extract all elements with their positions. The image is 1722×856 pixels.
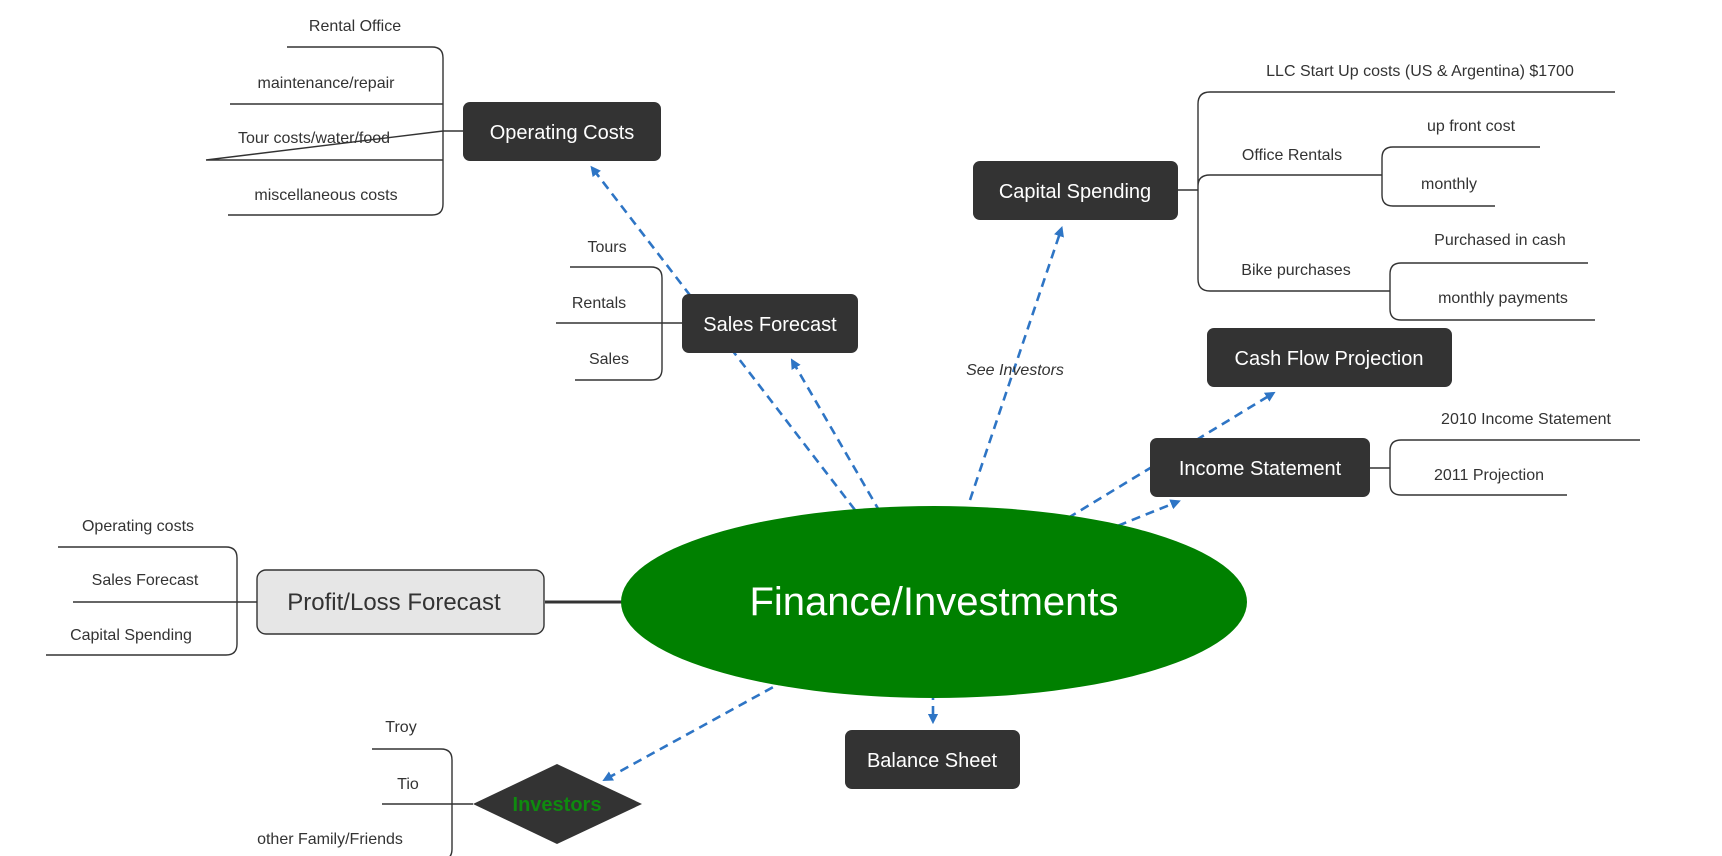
leaf-tio[interactable]: Tio: [397, 776, 419, 793]
sales-forecast-box: [682, 294, 858, 353]
leaf-capital-spending[interactable]: Capital Spending: [70, 627, 192, 644]
topic-cash-flow-projection[interactable]: Cash Flow Projection: [1207, 328, 1452, 387]
capital-spending-box: [973, 161, 1178, 220]
income-statement-box: [1150, 438, 1370, 497]
investors-connector: [372, 748, 473, 856]
sales-forecast-items: Tours Rentals Sales: [572, 239, 629, 368]
leaf-sales[interactable]: Sales: [589, 351, 629, 368]
capital-spending-label: Capital Spending: [999, 181, 1151, 203]
leaf-miscellaneous-costs[interactable]: miscellaneous costs: [254, 187, 397, 204]
balance-sheet-box: [845, 730, 1020, 789]
central-node[interactable]: Finance/Investments: [621, 506, 1247, 698]
leaf-2011-projection[interactable]: 2011 Projection: [1434, 467, 1544, 484]
leaf-office-rentals[interactable]: Office Rentals: [1242, 147, 1342, 164]
topic-investors[interactable]: Investors: [473, 764, 642, 844]
leaf-rentals[interactable]: Rentals: [572, 295, 626, 312]
income-statement-connector: [1370, 439, 1640, 496]
leaf-tour-costs[interactable]: Tour costs/water/food: [238, 130, 390, 147]
leaf-other-family-friends[interactable]: other Family/Friends: [257, 831, 403, 848]
bike-purchases-connector: [1389, 262, 1595, 321]
see-investors-annotation: See Investors: [966, 362, 1064, 379]
leaf-2010-income-statement[interactable]: 2010 Income Statement: [1441, 411, 1611, 428]
leaf-monthly[interactable]: monthly: [1421, 176, 1477, 193]
operating-costs-items: Rental Office maintenance/repair Tour co…: [238, 18, 401, 204]
connector-lines: [46, 46, 1640, 856]
office-rentals-connector: [1380, 146, 1540, 207]
leaf-maintenance-repair[interactable]: maintenance/repair: [258, 75, 396, 92]
profit-loss-connector: [46, 546, 257, 656]
leaf-llc-startup[interactable]: LLC Start Up costs (US & Argentina) $170…: [1266, 63, 1574, 80]
leaf-monthly-payments[interactable]: monthly payments: [1438, 290, 1568, 307]
topic-sales-forecast[interactable]: Sales Forecast: [682, 294, 858, 353]
leaf-sales-forecast[interactable]: Sales Forecast: [92, 572, 199, 589]
leaf-bike-purchases[interactable]: Bike purchases: [1241, 262, 1350, 279]
leaf-rental-office[interactable]: Rental Office: [309, 18, 401, 35]
central-label: Finance/Investments: [749, 580, 1118, 624]
cash-flow-box: [1207, 328, 1452, 387]
leaf-up-front-cost[interactable]: up front cost: [1427, 118, 1516, 135]
arrow-to-sales-forecast: [790, 358, 882, 513]
balance-sheet-label: Balance Sheet: [867, 750, 998, 772]
central-ellipse: [621, 506, 1247, 698]
topic-capital-spending[interactable]: Capital Spending: [973, 161, 1178, 220]
operating-costs-box: [463, 102, 661, 161]
sales-forecast-label: Sales Forecast: [703, 314, 837, 336]
arrow-to-investors: [602, 678, 787, 782]
capital-spending-connector: [1178, 91, 1615, 292]
leaf-purchased-in-cash[interactable]: Purchased in cash: [1434, 232, 1566, 249]
topic-income-statement[interactable]: Income Statement: [1150, 438, 1370, 497]
profit-loss-items: Operating costs Sales Forecast Capital S…: [70, 518, 199, 644]
investors-label: Investors: [513, 794, 602, 816]
operating-costs-label: Operating Costs: [490, 122, 635, 144]
income-statement-items: 2010 Income Statement 2011 Projection: [1434, 411, 1611, 484]
capital-spending-items: LLC Start Up costs (US & Argentina) $170…: [1241, 63, 1574, 307]
arrow-to-capital-spending: [968, 226, 1064, 501]
leaf-tours[interactable]: Tours: [587, 239, 626, 256]
investors-items: Troy Tio other Family/Friends: [257, 719, 419, 848]
topic-profit-loss-forecast[interactable]: Profit/Loss Forecast: [256, 569, 545, 635]
arrow-to-cash-flow: [1067, 391, 1276, 520]
income-statement-label: Income Statement: [1179, 458, 1342, 480]
leaf-troy[interactable]: Troy: [385, 719, 416, 736]
topic-balance-sheet[interactable]: Balance Sheet: [845, 730, 1020, 789]
profit-loss-box: [256, 569, 545, 635]
sales-forecast-connector: [556, 266, 682, 381]
cash-flow-label: Cash Flow Projection: [1235, 348, 1424, 370]
leaf-operating-costs[interactable]: Operating costs: [82, 518, 194, 535]
operating-costs-connector: [205, 46, 463, 216]
investors-diamond: [473, 764, 642, 844]
profit-loss-label: Profit/Loss Forecast: [287, 589, 501, 616]
topic-operating-costs[interactable]: Operating Costs: [463, 102, 661, 161]
